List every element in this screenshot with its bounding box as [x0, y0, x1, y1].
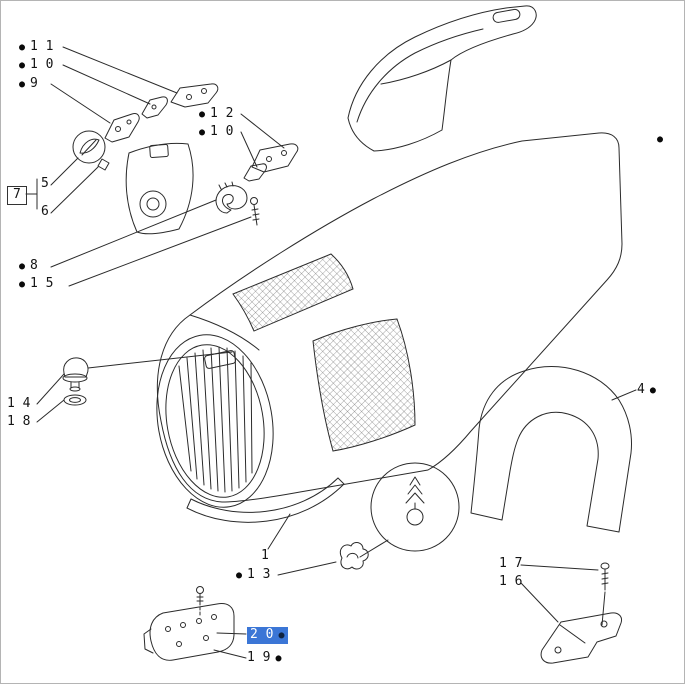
callout-hood-bullet[interactable]: ● — [657, 134, 663, 146]
callout-part-1[interactable]: 1 — [261, 548, 269, 564]
callout-label: 1 6 — [499, 574, 523, 589]
callout-label: 8 — [30, 258, 38, 273]
bullet-icon: ● — [649, 384, 656, 396]
callout-label: 1 9 — [247, 650, 271, 665]
callout-part-17[interactable]: 1 7 — [499, 556, 523, 572]
latch-hook-art — [215, 181, 260, 226]
callout-part-10[interactable]: ● 1 0 — [19, 57, 54, 73]
callout-label: 1 3 — [247, 567, 271, 582]
callout-label: 1 5 — [30, 276, 54, 291]
emblem-shield-art — [72, 130, 194, 235]
trim-strip-art — [186, 477, 369, 570]
callout-label: 1 0 — [210, 124, 234, 139]
callout-part-15[interactable]: ● 1 5 — [19, 276, 54, 292]
knob-grommet-art — [62, 357, 89, 406]
mounting-plate-art — [143, 586, 235, 661]
bullet-icon: ● — [657, 134, 664, 145]
callout-part-7[interactable]: 7 — [7, 186, 27, 205]
callout-label: 1 — [261, 548, 269, 563]
hinge-brackets-art — [104, 83, 299, 182]
callout-part-10b[interactable]: ● 1 0 — [199, 124, 234, 140]
callout-part-12[interactable]: ● 1 2 — [199, 106, 234, 122]
hood-body-art — [156, 132, 623, 508]
callout-label: 1 1 — [30, 39, 54, 54]
callout-label: 1 4 — [7, 396, 31, 411]
leader-lines — [25, 46, 637, 659]
bullet-icon: ● — [19, 41, 26, 53]
bullet-icon: ● — [19, 78, 26, 90]
side-bracket-art — [540, 562, 622, 664]
callout-part-8[interactable]: ● 8 — [19, 258, 38, 274]
bullet-icon: ● — [275, 652, 282, 664]
callout-label: 1 8 — [7, 414, 31, 429]
bullet-icon: ● — [199, 108, 206, 120]
callout-label: 6 — [41, 204, 49, 219]
callout-label: 7 — [7, 186, 27, 205]
callout-part-19[interactable]: 1 9 ● — [247, 650, 282, 666]
fastener-detail-circle-art — [370, 462, 460, 552]
callout-part-4[interactable]: 4 ● — [637, 382, 656, 398]
bullet-icon: ● — [19, 260, 26, 272]
callout-label: 4 — [637, 382, 645, 397]
callout-part-18[interactable]: 1 8 — [7, 414, 31, 430]
bullet-icon: ● — [19, 59, 26, 71]
bullet-icon: ● — [236, 569, 243, 581]
callout-part-13[interactable]: ● 1 3 — [236, 567, 271, 583]
bullet-icon: ● — [199, 126, 206, 138]
callout-label: 1 7 — [499, 556, 523, 571]
callout-part-6[interactable]: 6 — [41, 204, 49, 220]
bullet-icon: ● — [19, 278, 26, 290]
callout-label: 5 — [41, 176, 49, 191]
callout-part-16[interactable]: 1 6 — [499, 574, 523, 590]
callout-part-9[interactable]: ● 9 — [19, 76, 38, 92]
callout-part-20-selected[interactable]: 2 0 ● — [247, 627, 288, 644]
callout-label: 1 2 — [210, 106, 234, 121]
callout-part-11[interactable]: ● 1 1 — [19, 39, 54, 55]
callout-label: 1 0 — [30, 57, 54, 72]
callout-label: 2 0 — [250, 627, 274, 642]
callout-part-5[interactable]: 5 — [41, 176, 49, 192]
bullet-icon: ● — [278, 629, 285, 641]
callout-label: 9 — [30, 76, 38, 91]
callout-part-14[interactable]: 1 4 — [7, 396, 31, 412]
arch-bracket-art — [470, 366, 632, 533]
rear-cowl-panel-art — [347, 5, 537, 152]
